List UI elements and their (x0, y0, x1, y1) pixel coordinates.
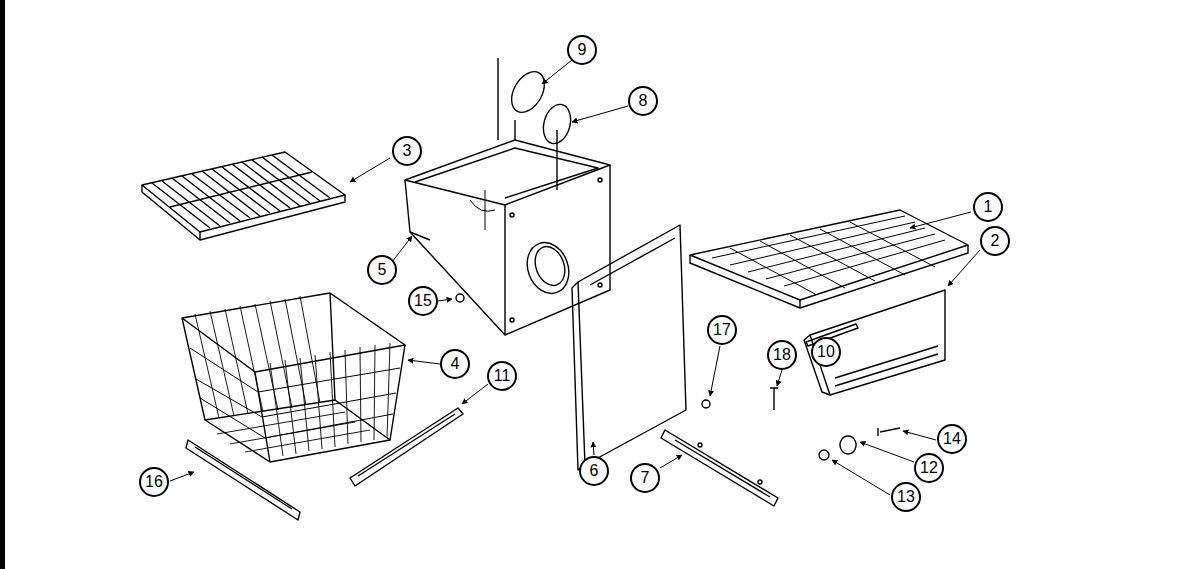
slide-rail (350, 408, 463, 486)
callout-circle: 18 (767, 340, 797, 370)
callout-number: 18 (773, 347, 791, 363)
support-bracket (186, 440, 300, 520)
callout-circle: 3 (392, 136, 422, 166)
callout-number: 17 (713, 322, 731, 338)
callout-circle: 15 (408, 286, 438, 316)
screw (770, 388, 778, 410)
callout-number: 2 (991, 233, 1000, 249)
callout-number: 5 (378, 262, 387, 278)
callout-circle: 12 (914, 453, 944, 483)
callout-number: 11 (494, 368, 511, 384)
callout-circle: 6 (579, 456, 609, 486)
callout-number: 1 (984, 199, 993, 215)
front-panel (572, 225, 686, 470)
wire-basket (182, 293, 405, 462)
roller (840, 436, 856, 454)
callout-number: 12 (920, 460, 938, 476)
nut (702, 400, 710, 408)
callout-circle: 16 (139, 467, 169, 497)
small-grommet (456, 294, 464, 302)
ice-bin-housing (405, 58, 610, 335)
callout-circle: 13 (891, 482, 921, 512)
callout-circle: 7 (630, 463, 660, 493)
callout-number: 15 (414, 293, 432, 309)
screw (878, 428, 900, 436)
callout-number: 13 (897, 489, 915, 505)
callout-number: 6 (590, 463, 599, 479)
edge-bar (0, 0, 5, 569)
callout-number: 16 (145, 474, 163, 490)
callout-circle: 17 (707, 315, 737, 345)
drawer-front (804, 290, 945, 395)
callout-number: 3 (403, 143, 412, 159)
callout-number: 8 (639, 93, 648, 109)
cover-plates (505, 66, 575, 190)
callout-circle: 1 (973, 192, 1003, 222)
callout-number: 4 (451, 356, 460, 372)
callout-number: 14 (943, 431, 961, 447)
callout-circle: 11 (487, 361, 517, 391)
callout-number: 10 (817, 344, 835, 360)
callout-circle: 2 (980, 226, 1010, 256)
callout-circle: 14 (937, 424, 967, 454)
callout-circle: 5 (367, 255, 397, 285)
callout-number: 9 (578, 42, 587, 58)
callout-circle: 9 (567, 35, 597, 65)
callout-circle: 10 (811, 337, 841, 367)
leader-lines (170, 60, 980, 495)
side-rail (661, 430, 778, 506)
callout-circle: 8 (628, 86, 658, 116)
callout-number: 7 (641, 470, 650, 486)
callout-circle: 4 (440, 349, 470, 379)
washer (819, 450, 829, 460)
wire-shelf (142, 152, 345, 240)
grid-shelf (690, 210, 968, 308)
